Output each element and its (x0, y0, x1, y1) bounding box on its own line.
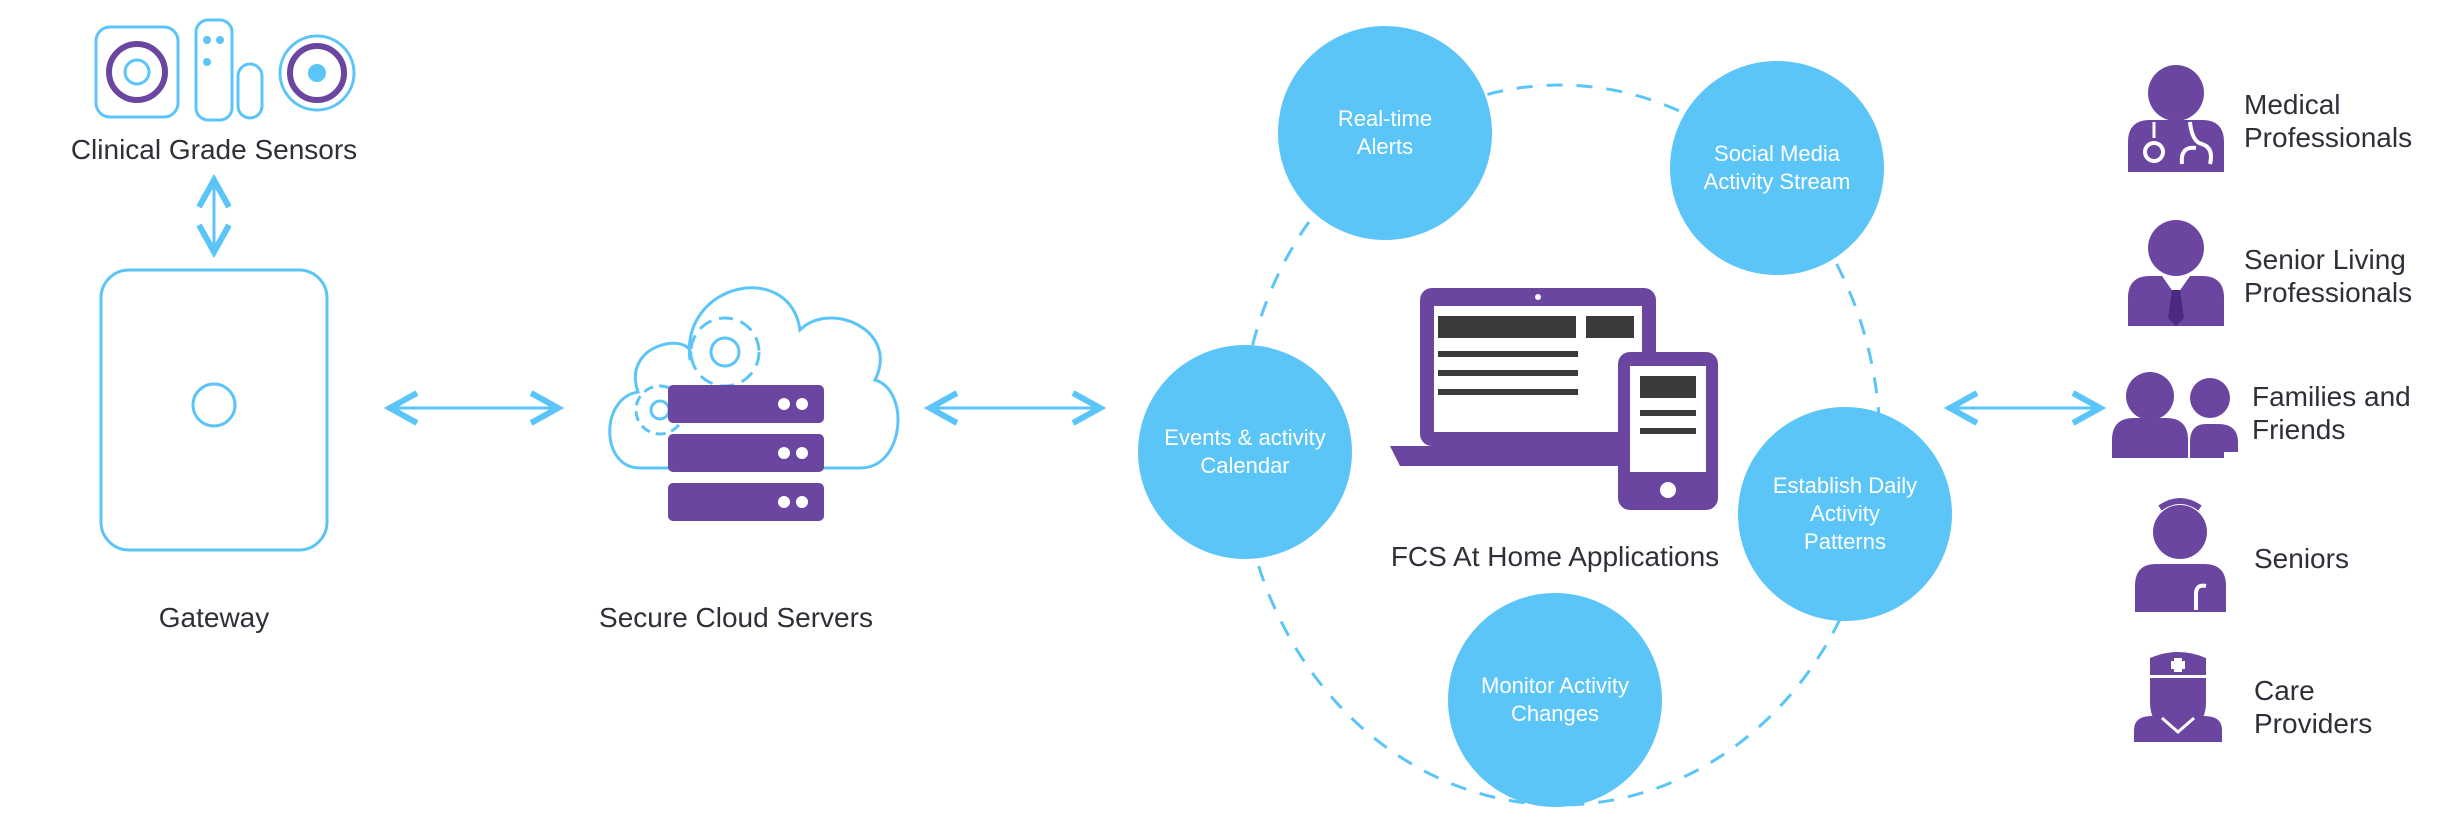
feature-social-media-line2: Activity Stream (1703, 169, 1851, 194)
feature-bubble-monitor-changes (1448, 593, 1662, 807)
feature-realtime-alerts-text: Real-time Alerts (1285, 105, 1485, 161)
feature-bubble-events-calendar (1138, 345, 1352, 559)
feature-daily-patterns-text: Establish Daily Activity Patterns (1745, 472, 1945, 556)
user-medical-label: Medical Professionals (2244, 88, 2412, 154)
user-medical-line2: Professionals (2244, 122, 2413, 153)
user-senior-living-label: Senior Living Professionals (2244, 243, 2412, 309)
family-icon (2112, 372, 2238, 458)
feature-bubble-social-media (1670, 61, 1884, 275)
user-senior-living-line2: Professionals (2244, 277, 2413, 308)
nurse-icon (2134, 652, 2222, 742)
user-seniors-line1: Seniors (2254, 543, 2349, 574)
cloud-servers-icon (608, 286, 900, 521)
feature-events-calendar-text: Events & activity Calendar (1145, 424, 1345, 480)
feature-daily-patterns-line2: Activity (1810, 501, 1880, 526)
feature-bubble-realtime-alerts (1278, 26, 1492, 240)
sensor-devices-icon (94, 18, 356, 122)
gateway-label: Gateway (158, 602, 270, 633)
feature-social-media-line1: Social Media (1714, 141, 1840, 166)
feature-monitor-changes-line1: Monitor Activity (1481, 673, 1629, 698)
senior-icon (2135, 498, 2226, 612)
feature-monitor-changes-line2: Changes (1510, 701, 1600, 726)
feature-social-media-text: Social Media Activity Stream (1677, 140, 1877, 196)
apps-label: FCS At Home Applications (1390, 541, 1720, 572)
feature-realtime-alerts-line1: Real-time (1337, 106, 1433, 131)
user-families-line2: Friends (2252, 414, 2346, 445)
doctor-icon (2128, 65, 2224, 172)
user-care-line1: Care (2254, 675, 2315, 706)
cloud-label: Secure Cloud Servers (599, 602, 873, 633)
feature-events-calendar-line1: Events & activity (1164, 425, 1326, 450)
feature-daily-patterns-line3: Patterns (1804, 529, 1886, 554)
feature-daily-patterns-line1: Establish Daily (1772, 473, 1918, 498)
laptop-phone-icon (1390, 288, 1718, 510)
user-families-line1: Families and (2252, 381, 2411, 412)
sensors-label: Clinical Grade Sensors (70, 134, 358, 165)
user-seniors-label: Seniors (2254, 542, 2349, 575)
feature-realtime-alerts-line2: Alerts (1356, 134, 1414, 159)
feature-bubble-daily-patterns (1738, 407, 1952, 621)
user-senior-living-line1: Senior Living (2244, 244, 2406, 275)
user-care-label: Care Providers (2254, 674, 2372, 740)
user-families-label: Families and Friends (2252, 380, 2411, 446)
gateway-device-icon (99, 268, 329, 552)
user-care-line2: Providers (2254, 708, 2373, 739)
feature-events-calendar-line2: Calendar (1200, 453, 1290, 478)
feature-monitor-changes-text: Monitor Activity Changes (1455, 672, 1655, 728)
user-medical-line1: Medical (2244, 89, 2341, 120)
business-person-icon (2128, 220, 2224, 326)
